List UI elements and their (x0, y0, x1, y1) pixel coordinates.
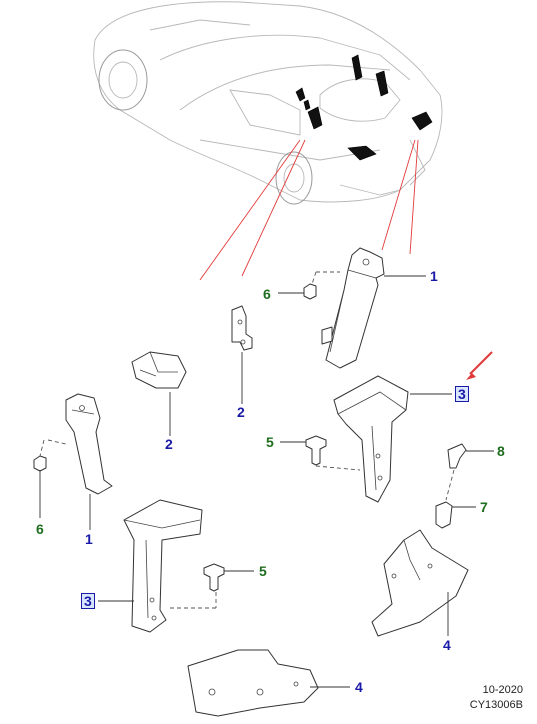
part-5-low-bolt (168, 563, 225, 609)
diagram-date: 10-2020 (482, 684, 523, 696)
part-4-bottom-panel (187, 649, 319, 717)
part-1-left-bracket (65, 393, 113, 495)
part-1-top-bracket (321, 247, 385, 369)
callout-8[interactable]: 8 (497, 443, 505, 459)
callout-4-right[interactable]: 4 (443, 637, 451, 653)
part-3-left-bracket (123, 499, 203, 633)
leader-lines (39, 275, 494, 688)
callout-5-low[interactable]: 5 (259, 563, 267, 579)
callout-2-left[interactable]: 2 (165, 436, 173, 452)
diagram-code: CY13006B (469, 699, 523, 711)
part-7-clip (435, 501, 453, 529)
callout-3-left[interactable]: 3 (81, 593, 95, 609)
part-3-right-bracket (333, 375, 409, 503)
callout-3-right[interactable]: 3 (455, 386, 469, 402)
red-leader-lines (199, 139, 419, 281)
part-2-mid-clip (231, 305, 253, 351)
part-5-mid-bolt (305, 435, 361, 471)
part-2-left-bracket (131, 351, 187, 389)
part-8-sensor (445, 443, 467, 501)
car-outline (93, 1, 443, 205)
part-6-top-bolt (303, 271, 340, 300)
callout-1-top[interactable]: 1 (430, 268, 438, 284)
callout-5-mid[interactable]: 5 (266, 434, 274, 450)
callout-6-top[interactable]: 6 (263, 286, 271, 302)
part-6-left-bolt (33, 439, 67, 472)
callout-4-bottom[interactable]: 4 (355, 679, 363, 695)
callout-6-left[interactable]: 6 (36, 521, 44, 537)
callout-7[interactable]: 7 (480, 499, 488, 515)
part-4-right-panel (371, 529, 469, 637)
callout-1-left[interactable]: 1 (85, 531, 93, 547)
red-arrow-icon (466, 351, 493, 380)
callout-2-mid[interactable]: 2 (237, 404, 245, 420)
car-mounted-parts (295, 54, 433, 161)
